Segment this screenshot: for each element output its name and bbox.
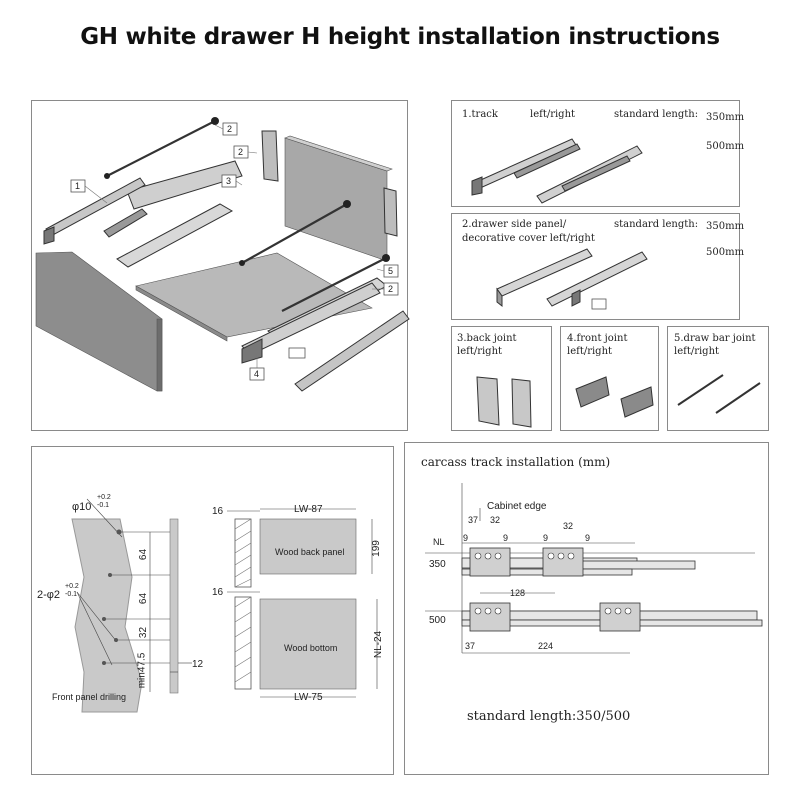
track-drawing <box>471 138 643 204</box>
part-side-panel-panel: 2.drawer side panel/ decorative cover le… <box>451 213 744 320</box>
part-draw-bar-panel: 5.draw bar joint left/right <box>667 326 769 431</box>
page-title: GH white drawer H height installation in… <box>80 24 720 50</box>
exploded-view-panel: 2 2 1 3 5 2 4 <box>31 100 410 431</box>
dim-top-9-c: 9 <box>543 533 549 543</box>
dim-32: 32 <box>138 626 150 639</box>
dim-min-47-5: min47.5 <box>136 652 148 689</box>
dim-64-a: 64 <box>138 548 150 561</box>
dim-64-b: 64 <box>138 592 150 605</box>
callout-label: 1 <box>75 181 81 191</box>
part-draw-bar-side: left/right <box>674 346 720 357</box>
dim-top-32-b: 32 <box>563 521 574 531</box>
dim-224: 224 <box>538 641 554 651</box>
part-track-length-350: 350mm <box>706 112 745 123</box>
standard-length-label: standard length:350/500 <box>467 709 631 724</box>
callout-label: 5 <box>388 266 394 276</box>
part-side-panel-name-1: 2.drawer side panel/ <box>462 219 567 230</box>
callout-label: 2 <box>388 284 394 294</box>
part-track-name: 1.track <box>462 109 498 120</box>
callout-label: 2 <box>238 147 244 157</box>
dim-top-9-a: 9 <box>463 533 469 543</box>
row-500-label: 500 <box>429 615 446 626</box>
dim-12: 12 <box>192 659 204 670</box>
callout-label: 3 <box>226 176 232 186</box>
carcass-drawing <box>425 483 763 654</box>
part-side-panel-name-2: decorative cover left/right <box>462 233 595 244</box>
part-front-joint-name: 4.front joint <box>567 333 628 344</box>
hole-large-tol-plus: +0.2 <box>97 494 111 501</box>
carcass-panel: carcass track installation (mm) Cabinet … <box>404 442 769 775</box>
exploded-drawer-drawing <box>35 117 410 392</box>
hole-large-tol-minus: -0.1 <box>97 502 110 509</box>
part-side-panel-length-500: 500mm <box>706 247 745 258</box>
drilling-drawing <box>71 498 378 713</box>
bottom-depth: NL-24 <box>373 630 385 659</box>
part-track-side: left/right <box>530 109 576 120</box>
part-front-joint-panel: 4.front joint left/right <box>560 326 659 431</box>
dim-top-37: 37 <box>468 515 479 525</box>
callout-label: 2 <box>227 124 233 134</box>
back-panel-width: LW-87 <box>294 504 323 515</box>
part-side-panel-length-350: 350mm <box>706 221 745 232</box>
back-panel-thickness: 16 <box>212 506 224 517</box>
part-back-joint-name: 3.back joint <box>457 333 517 344</box>
hole-large-label: φ10 <box>72 501 92 513</box>
hole-small-label: 2-φ2 <box>37 589 61 601</box>
dim-top-32-a: 32 <box>490 515 501 525</box>
hole-small-tol-plus: +0.2 <box>65 583 79 590</box>
part-front-joint-side: left/right <box>567 346 613 357</box>
callout-label: 4 <box>254 369 260 379</box>
drilling-panel: φ10 +0.2 -0.1 2-φ2 +0.2 -0.1 64 64 32 mi… <box>31 446 394 775</box>
front-joint-drawing <box>575 376 654 418</box>
hole-small-tol-minus: -0.1 <box>65 591 78 598</box>
part-draw-bar-name: 5.draw bar joint <box>674 333 756 344</box>
bottom-width: LW-75 <box>294 692 323 703</box>
dim-37-bottom: 37 <box>465 641 476 651</box>
draw-bar-drawing <box>677 374 761 414</box>
nl-label: NL <box>433 537 445 547</box>
dim-top-9-b: 9 <box>503 533 509 543</box>
part-track-panel: 1.track left/right standard length: 350m… <box>451 100 744 207</box>
back-panel-label: Wood back panel <box>275 547 345 557</box>
part-back-joint-side: left/right <box>457 346 503 357</box>
dim-top-9-d: 9 <box>585 533 591 543</box>
part-side-panel-length-label: standard length: <box>614 219 699 230</box>
bottom-label: Wood bottom <box>284 643 338 653</box>
back-joint-drawing <box>476 376 532 428</box>
carcass-title: carcass track installation (mm) <box>421 455 611 469</box>
part-track-length-500: 500mm <box>706 141 745 152</box>
row-350-label: 350 <box>429 559 446 570</box>
drilling-caption: Front panel drilling <box>52 692 127 702</box>
side-panel-drawing <box>496 248 648 310</box>
back-panel-height: 199 <box>370 540 382 557</box>
part-track-length-label: standard length: <box>614 109 699 120</box>
part-back-joint-panel: 3.back joint left/right <box>451 326 552 431</box>
bottom-thickness: 16 <box>212 587 224 598</box>
cabinet-edge-label: Cabinet edge <box>487 501 547 512</box>
